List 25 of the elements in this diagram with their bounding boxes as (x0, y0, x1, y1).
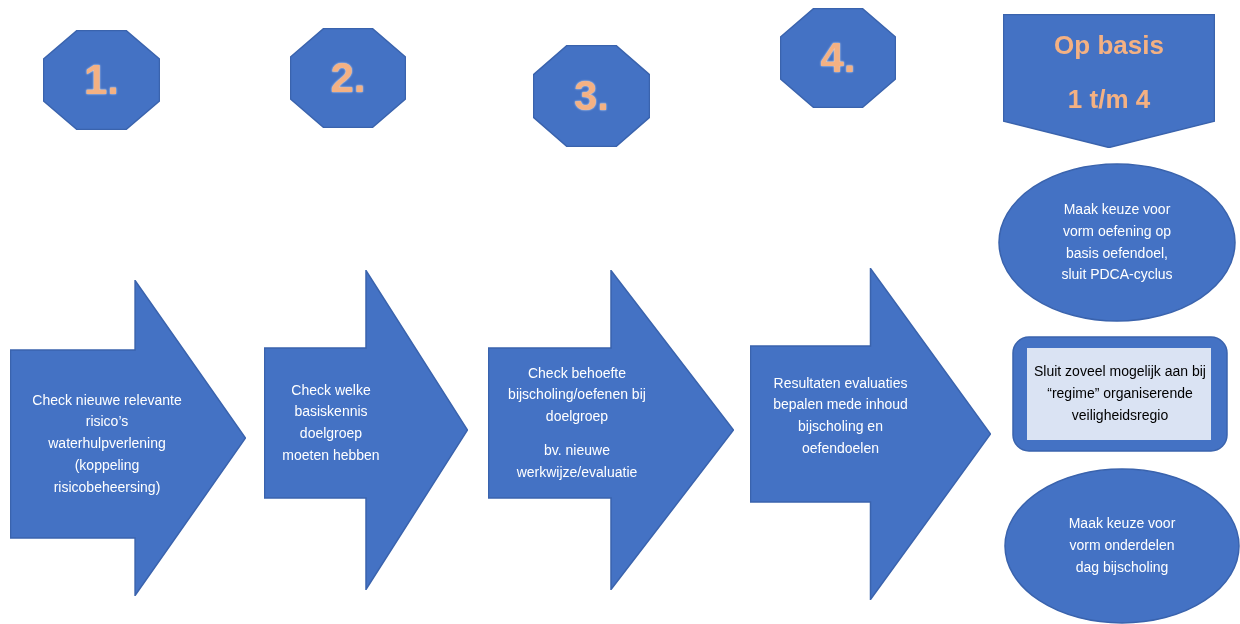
process-step-shape (750, 268, 991, 600)
step-text: Check welke basiskennis doelgroep moeten hebben (281, 380, 381, 465)
octagon-shape (780, 8, 896, 108)
ellipse-shape (1004, 468, 1240, 624)
step-text: Resultaten evaluaties bepalen mede inhoud bijscholing en oefendoelen (772, 373, 909, 458)
step-number: 4. (820, 33, 856, 84)
ellipse-shape (998, 163, 1236, 322)
callout-text: Op basis 1 t/m 4 (1053, 29, 1165, 117)
box-text: Sluit zoveel mogelijk aan bij “regime” organiserende veiligheidsregio (1033, 362, 1207, 425)
ellipse-text: Maak keuze voor vorm onderdelen dag bijscholing (1067, 514, 1177, 577)
step-number: 2. (330, 53, 366, 104)
process-step-shape (264, 270, 468, 590)
ellipse-text: Maak keuze voor vorm oefening op basis oefendoel, sluit PDCA-cyclus (1060, 200, 1174, 285)
step-text: bv. nieuwe werkwijze/evaluatie (515, 440, 639, 482)
step-number: 3. (574, 71, 609, 122)
step-number: 1. (84, 55, 119, 106)
octagon-shape (533, 45, 650, 147)
step-text: Check nieuwe relevante risico’s waterhulpverlening (koppeling risicobeheersing) (32, 390, 182, 497)
process-step-shape (10, 280, 246, 596)
rounded-box (1012, 336, 1228, 452)
step-text: Check behoefte bijscholing/oefenen bij doelgroep (507, 363, 647, 427)
pentagon-callout (1003, 14, 1215, 148)
octagon-shape (290, 28, 406, 128)
octagon-shape (43, 30, 160, 130)
process-step-shape (488, 270, 734, 590)
